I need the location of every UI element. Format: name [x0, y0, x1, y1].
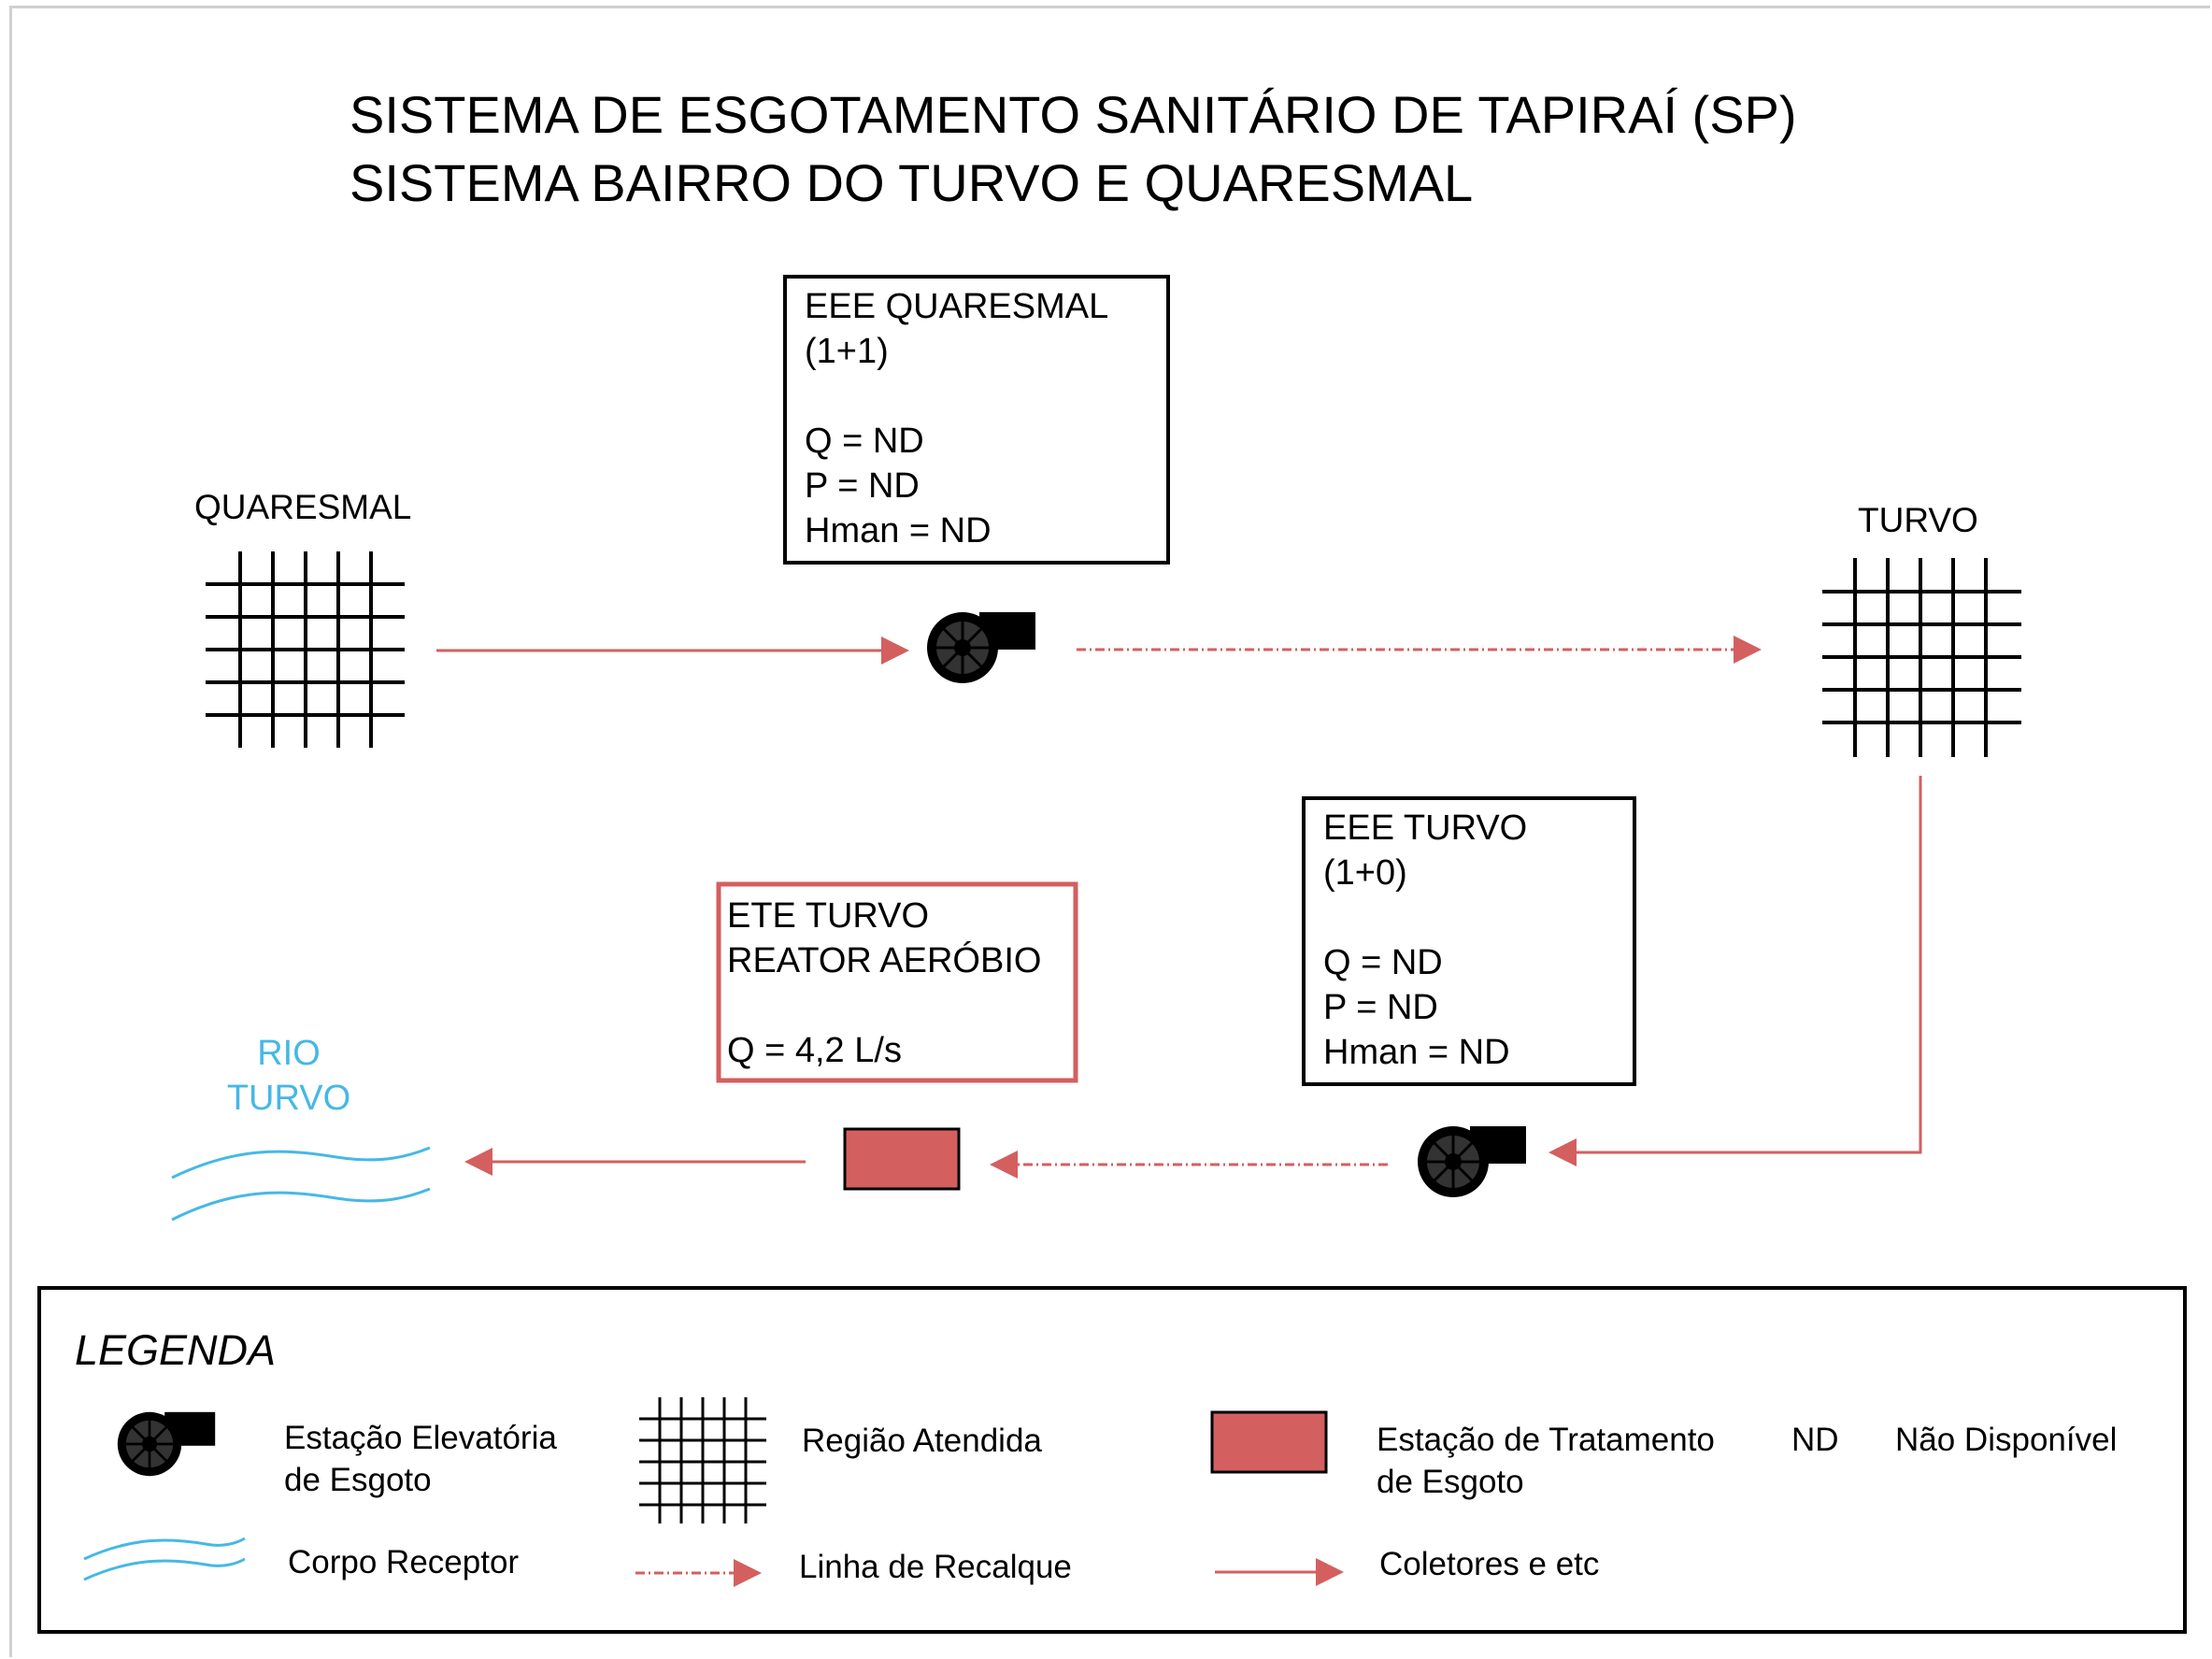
legend-eee-line-2: de Esgoto	[284, 1462, 432, 1498]
eee-quaresmal-flow: Q = ND	[805, 422, 924, 461]
pump-icon	[1416, 1124, 1528, 1199]
ete-turvo-flow: Q = 4,2 L/s	[727, 1031, 902, 1070]
page-frame	[9, 6, 2210, 1657]
title-line-2: SISTEMA BAIRRO DO TURVO E QUARESMAL	[350, 153, 1473, 212]
legend-ete-line-2: de Esgoto	[1377, 1464, 1524, 1500]
eee-quaresmal-name: EEE QUARESMAL	[805, 287, 1108, 326]
region-label-quaresmal: QUARESMAL	[194, 488, 411, 526]
eee-turvo-name: EEE TURVO	[1323, 808, 1527, 848]
eee-quaresmal-box	[783, 275, 1170, 565]
river-label-line-1: RIO	[257, 1034, 321, 1073]
river-waves-icon	[83, 1537, 246, 1581]
legend-eee-line-1: Estação Elevatória	[284, 1420, 557, 1456]
eee-turvo-config: (1+0)	[1323, 853, 1407, 893]
legend-coletores: Coletores e etc	[1379, 1546, 1599, 1582]
legend-box	[37, 1286, 2187, 1634]
eee-turvo-flow: Q = ND	[1323, 943, 1443, 982]
eee-turvo-box	[1302, 796, 1636, 1086]
grid-icon	[206, 551, 405, 748]
legend-ete-line-1: Estação de Tratamento	[1377, 1422, 1715, 1458]
region-label-turvo: TURVO	[1858, 501, 1978, 539]
legend-nd-text: Não Disponível	[1895, 1422, 2117, 1458]
legend-nd-abbr: ND	[1791, 1422, 1839, 1458]
eee-quaresmal-head: Hman = ND	[805, 511, 992, 551]
legend-recalque: Linha de Recalque	[799, 1549, 1072, 1585]
eee-quaresmal-config: (1+1)	[805, 332, 889, 371]
grid-icon	[639, 1397, 766, 1523]
title-line-1: SISTEMA DE ESGOTAMENTO SANITÁRIO DE TAPI…	[350, 85, 1797, 144]
treatment-icon	[843, 1127, 961, 1191]
eee-quaresmal-power: P = ND	[805, 466, 920, 506]
ete-turvo-name: ETE TURVO	[727, 896, 929, 936]
legend-title: LEGENDA	[75, 1326, 276, 1374]
pump-icon	[925, 610, 1037, 685]
ete-turvo-box	[716, 881, 1078, 1083]
eee-turvo-power: P = ND	[1323, 988, 1438, 1027]
legend-corpo: Corpo Receptor	[288, 1544, 519, 1580]
legend-regiao: Região Atendida	[802, 1423, 1042, 1459]
treatment-icon	[1210, 1410, 1328, 1474]
ete-turvo-type: REATOR AERÓBIO	[727, 940, 1041, 980]
river-label-line-2: TURVO	[227, 1079, 350, 1118]
collector-arrow-turvo	[1548, 776, 1922, 1166]
grid-icon	[1822, 558, 2021, 757]
river-waves-icon	[171, 1146, 431, 1222]
eee-turvo-head: Hman = ND	[1323, 1033, 1510, 1072]
pump-icon	[116, 1410, 217, 1478]
